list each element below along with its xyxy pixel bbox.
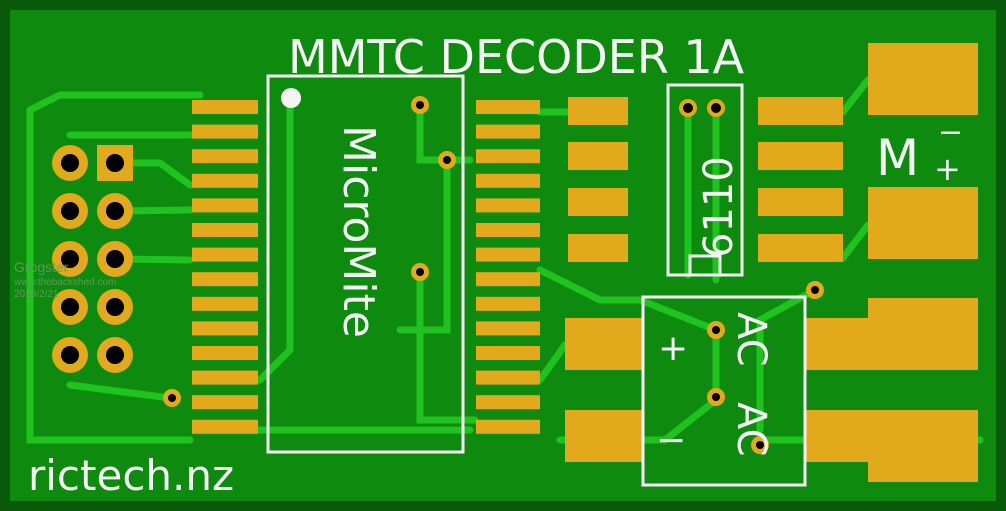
ic-pad [192,346,258,360]
ic-pad [192,149,258,164]
ic-pad [476,321,540,336]
pin1-marker [281,88,301,108]
bridge-minus-label: − [656,420,686,461]
ic-pad [476,370,540,385]
ic-pads-right [476,100,540,434]
bridge-ac1-label: AC [728,312,774,367]
ic-pad [192,272,258,287]
bridge-plus-label: + [658,328,688,369]
ic-outline [266,74,465,454]
ic-pad [192,223,258,237]
bridge-outline [641,295,807,487]
watermark-author: Grogster [14,259,69,275]
ic-pad [192,247,258,262]
ic-pad [476,296,540,311]
ic-label: MicroMite [333,125,384,338]
soic-pads [568,97,843,262]
watermark-site: www.thebackshed.com [13,277,116,288]
ic-pad [192,100,258,114]
ic-pads-left [192,100,258,434]
ic-pad [476,419,540,434]
ic-pad [192,296,258,311]
ic-pad [476,124,540,139]
motor-plus-label: + [934,150,961,188]
watermark-date: 2019/2/21 [14,289,59,300]
ic-pad [476,247,540,262]
vias [163,96,824,454]
website-label: rictech.nz [28,451,234,500]
ic-pad [476,149,540,164]
ic-pad [476,173,540,188]
silkscreen [266,74,807,487]
power-pads [565,43,978,482]
ic-pad [476,100,540,114]
ic-pad [192,321,258,336]
ic-pad [192,370,258,385]
bridge-ac2-label: AC [728,402,774,457]
opamp-label: 6110 [696,156,742,258]
ic-pad [476,395,540,410]
board-title: MMTC DECODER 1A [288,30,745,84]
ic-pad [192,419,258,434]
ic-pad [476,198,540,213]
ic-pad [476,223,540,237]
ic-pad [192,173,258,188]
ic-pad [476,346,540,360]
motor-label: M [876,129,919,187]
ic-pad [476,272,540,287]
ic-pad [192,124,258,139]
motor-minus-label: − [938,115,963,150]
ic-pad [192,198,258,213]
ic-pad [192,395,258,410]
header-connector [52,145,133,373]
